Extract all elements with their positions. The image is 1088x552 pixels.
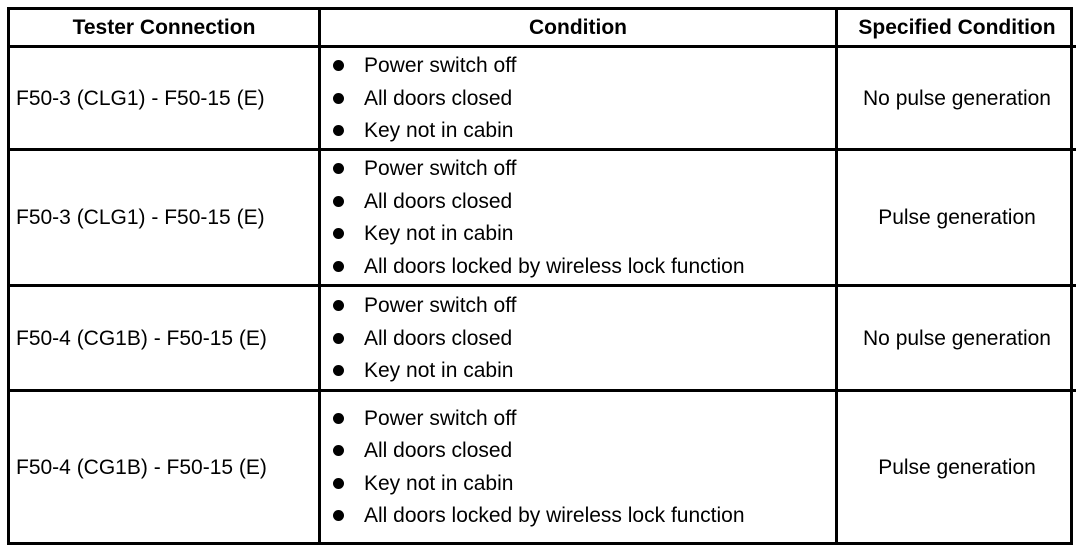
row-1-specified: No pulse generation [838, 48, 1076, 151]
bullet-icon [333, 445, 344, 457]
bullet-icon [333, 477, 344, 489]
row-1-connection: F50-3 (CLG1) - F50-15 (E) [10, 48, 321, 151]
condition-item: All doors locked by wireless lock functi… [333, 500, 745, 533]
row-3-connection: F50-4 (CG1B) - F50-15 (E) [10, 287, 321, 392]
row-2-specified: Pulse generation [838, 151, 1076, 287]
bullet-icon [333, 228, 344, 240]
condition-item: Power switch off [333, 49, 517, 82]
bullet-icon [333, 92, 344, 104]
bullet-icon [333, 60, 344, 71]
condition-item: All doors closed [333, 185, 745, 218]
condition-item: All doors closed [333, 322, 517, 355]
condition-item: Power switch off [333, 153, 745, 186]
header-condition: Condition [321, 10, 838, 48]
bullet-icon [333, 412, 344, 424]
bullet-icon [333, 125, 344, 136]
row-4-connection: F50-4 (CG1B) - F50-15 (E) [10, 392, 321, 542]
condition-item: All doors closed [333, 82, 517, 115]
bullet-icon [333, 163, 344, 175]
header-tester-connection: Tester Connection [10, 10, 321, 48]
row-3-specified: No pulse generation [838, 287, 1076, 392]
condition-item: Key not in cabin [333, 354, 517, 387]
condition-item: Key not in cabin [333, 114, 517, 147]
row-4-conditions: Power switch off All doors closed Key no… [321, 392, 838, 542]
condition-item: All doors locked by wireless lock functi… [333, 250, 745, 283]
inspection-table: Tester Connection Condition Specified Co… [7, 7, 1076, 545]
row-2-connection: F50-3 (CLG1) - F50-15 (E) [10, 151, 321, 287]
bullet-icon [333, 332, 344, 344]
condition-item: Key not in cabin [333, 218, 745, 251]
condition-item: Power switch off [333, 402, 745, 435]
row-4-specified: Pulse generation [878, 455, 1036, 479]
bullet-icon [333, 195, 344, 207]
row-1-conditions: Power switch off All doors closed Key no… [321, 48, 838, 151]
header-specified-condition: Specified Condition [838, 10, 1076, 48]
bullet-icon [333, 365, 344, 376]
bullet-icon [333, 510, 344, 522]
condition-item: All doors closed [333, 435, 745, 468]
row-3-conditions: Power switch off All doors closed Key no… [321, 287, 838, 392]
condition-item: Key not in cabin [333, 467, 745, 500]
row-2-conditions: Power switch off All doors closed Key no… [321, 151, 838, 287]
condition-item: Power switch off [333, 289, 517, 322]
bullet-icon [333, 260, 344, 272]
bullet-icon [333, 300, 344, 311]
